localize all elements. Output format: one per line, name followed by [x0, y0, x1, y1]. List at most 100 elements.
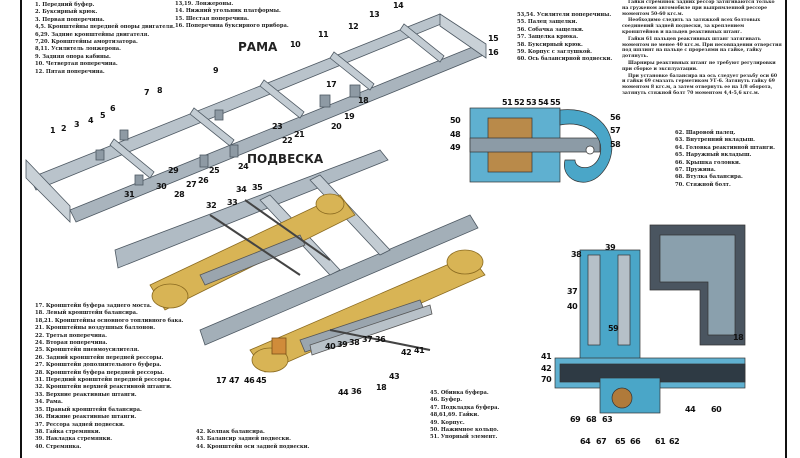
callout-number: 36 — [351, 387, 362, 396]
legend-rod: 62. Шаровой палец. 63. Внутренний вклады… — [675, 130, 775, 189]
callout-number: 16 — [488, 48, 499, 57]
callout-number: 69 — [570, 415, 581, 424]
legend-item: 45. Обивка буфера. — [430, 390, 489, 396]
callout-number: 25 — [209, 166, 220, 175]
callout-number: 32 — [206, 201, 217, 210]
callout-number: 30 — [156, 182, 167, 191]
callout-number: 38 — [349, 338, 360, 347]
callout-number: 51 — [502, 98, 513, 107]
callout-number: 40 — [567, 302, 578, 311]
callout-number: 33 — [227, 198, 238, 207]
callout-number: 24 — [238, 162, 249, 171]
callout-number: 49 — [450, 143, 461, 152]
callout-number: 4 — [88, 116, 94, 125]
callout-number: 14 — [393, 1, 404, 10]
legend-item: 65. Наружный вкладыш. — [675, 152, 752, 159]
callout-number: 27 — [186, 180, 197, 189]
callout-number: 42 — [541, 364, 552, 373]
callout-number: 67 — [596, 437, 607, 446]
callout-number: 11 — [318, 30, 329, 39]
callout-number: 66 — [630, 437, 641, 446]
callout-number: 63 — [602, 415, 613, 424]
callout-number: 21 — [294, 130, 305, 139]
callout-number: 46 — [244, 376, 255, 385]
legend-item: 44. Кронштейн оси задней подвески. — [196, 443, 310, 450]
callout-number: 15 — [488, 34, 499, 43]
legend-item: 24. Вторая поперечина. — [35, 340, 108, 347]
legend-item: 26. Задний кронштейн передней рессоры. — [35, 354, 164, 361]
brackets — [95, 84, 361, 186]
suspension-title: ПОДВЕСКА — [247, 152, 324, 166]
callout-number: 57 — [610, 126, 621, 135]
legend-buffer: 45. Обивка буфера. 46. Буфер. 47. Подкла… — [430, 390, 499, 442]
legend-item: 58. Буксирный крюк. — [517, 41, 583, 48]
callout-number: 39 — [605, 243, 616, 252]
callout-number: 31 — [124, 190, 135, 199]
callout-number: 70 — [541, 375, 552, 384]
legend-item: 67. Пружина. — [675, 167, 716, 174]
note: При установке балансира на ось следует р… — [622, 73, 778, 96]
legend-item: 25. Кронштейн пневмоусилителя. — [35, 347, 140, 354]
callout-number: 18 — [733, 333, 744, 342]
crossmembers — [109, 23, 445, 179]
callout-number: 28 — [174, 190, 185, 199]
callout-number: 18 — [358, 96, 369, 105]
legend-item: 60. Ось балансирной подвески. — [517, 56, 613, 63]
assembly-notes: Гайки стремянок задних рессор затягивают… — [622, 0, 782, 98]
callout-number: 10 — [290, 40, 301, 49]
callout-number: 9 — [213, 66, 219, 75]
legend-item: 50. Нажимное кольцо. — [430, 427, 499, 434]
legend-item: 3. Первая поперечина. — [35, 16, 105, 23]
towing-hook-section — [469, 107, 613, 183]
legend-item: 7,20. Кронштейны амортизатора. — [35, 39, 138, 46]
reactive-rods — [209, 199, 431, 351]
callout-number: 3 — [74, 120, 80, 129]
callout-number: 29 — [168, 166, 179, 175]
legend-item: 36. Нижние реактивные штанги. — [35, 414, 137, 421]
legend-item: 38. Гайка стремянки. — [35, 428, 101, 435]
legend-item: 33. Верхние реактивные штанги. — [35, 391, 137, 398]
callout-number: 38 — [571, 250, 582, 259]
suspension-assembly — [114, 149, 486, 373]
legend-item: 47. Подкладка буфера. — [430, 404, 500, 411]
frame-title: РАМА — [238, 40, 278, 54]
buffer — [271, 337, 287, 355]
legend-item: 12. Пятая поперечина. — [35, 68, 105, 75]
balancer-section — [554, 224, 746, 414]
callout-number: 62 — [669, 437, 680, 446]
callout-number: 41 — [541, 352, 552, 361]
legend-item: 64. Головка реактивной штанги. — [675, 144, 775, 151]
legend-item: 49. Корпус. — [430, 419, 465, 426]
legend-item: 6,29. Задние кронштейны двигателя. — [35, 31, 150, 38]
legend-item: 55. Палец защелки. — [517, 19, 578, 26]
front-bumper — [25, 159, 71, 223]
legend-item: 57. Защелка крюка. — [517, 34, 579, 41]
legend-item: 13,19. Лонжероны. — [175, 1, 234, 7]
callout-number: 12 — [348, 22, 359, 31]
callout-number: 45 — [256, 376, 267, 385]
rear-crossmember — [439, 13, 487, 59]
callout-number: 1 — [50, 126, 56, 135]
note: Необходимо следить за затяжкой всех болт… — [622, 18, 761, 35]
legend-suspension: 17. Кронштейн буфера заднего моста. 18. … — [35, 303, 183, 451]
legend-item: 37. Рессора задней подвески. — [35, 421, 125, 428]
legend-frame-2: 13,19. Лонжероны. 14. Нижний угольник пл… — [175, 1, 289, 31]
callout-number: 48 — [450, 130, 461, 139]
legend-item: 21. Кронштейны воздушных баллонов. — [35, 325, 156, 332]
callout-number: 68 — [586, 415, 597, 424]
legend-item: 10. Четвертая поперечина. — [35, 61, 118, 68]
callout-number: 53 — [526, 98, 537, 107]
legend-item: 9. Задняя опора кабины. — [35, 53, 111, 60]
callout-number: 60 — [711, 405, 722, 414]
callout-number: 54 — [538, 98, 549, 107]
legend-item: 32. Кронштейн верхней реактивной штанги. — [35, 384, 172, 391]
legend-item: 15. Шестая поперечина. — [175, 15, 249, 22]
callout-number: 37 — [362, 335, 373, 344]
callout-number: 55 — [550, 98, 561, 107]
legend-item: 22. Третья поперечина. — [35, 332, 107, 339]
callout-number: 6 — [110, 104, 116, 113]
callout-number: 18 — [376, 383, 387, 392]
legend-item: 31. Передний кронштейн передней рессоры. — [35, 377, 172, 384]
callout-number: 22 — [282, 136, 293, 145]
